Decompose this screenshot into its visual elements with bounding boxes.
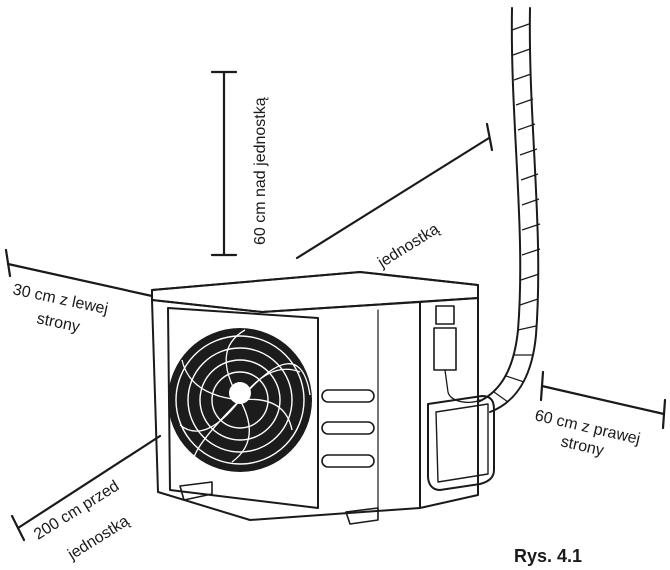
label-left-line1: 30 cm z lewej: [11, 281, 109, 318]
dimension-front: [10, 434, 162, 542]
refrigerant-pipe-bundle: [477, 7, 541, 413]
label-behind: jednostką: [374, 221, 442, 272]
dimension-behind: [295, 122, 494, 260]
mounting-feet: [179, 481, 379, 525]
service-valve: [433, 305, 481, 403]
label-left-line2: strony: [35, 310, 81, 336]
side-vents: [321, 389, 375, 468]
dimension-left: [4, 248, 154, 298]
label-above: 60 cm nad jednostką: [252, 97, 269, 245]
outdoor-unit: [151, 271, 495, 525]
fan-grille: [168, 328, 312, 472]
connection-cover: [427, 395, 495, 491]
dimension-above: [210, 70, 238, 257]
dimension-right: [539, 370, 667, 430]
figure-caption: Rys. 4.1: [514, 546, 582, 566]
